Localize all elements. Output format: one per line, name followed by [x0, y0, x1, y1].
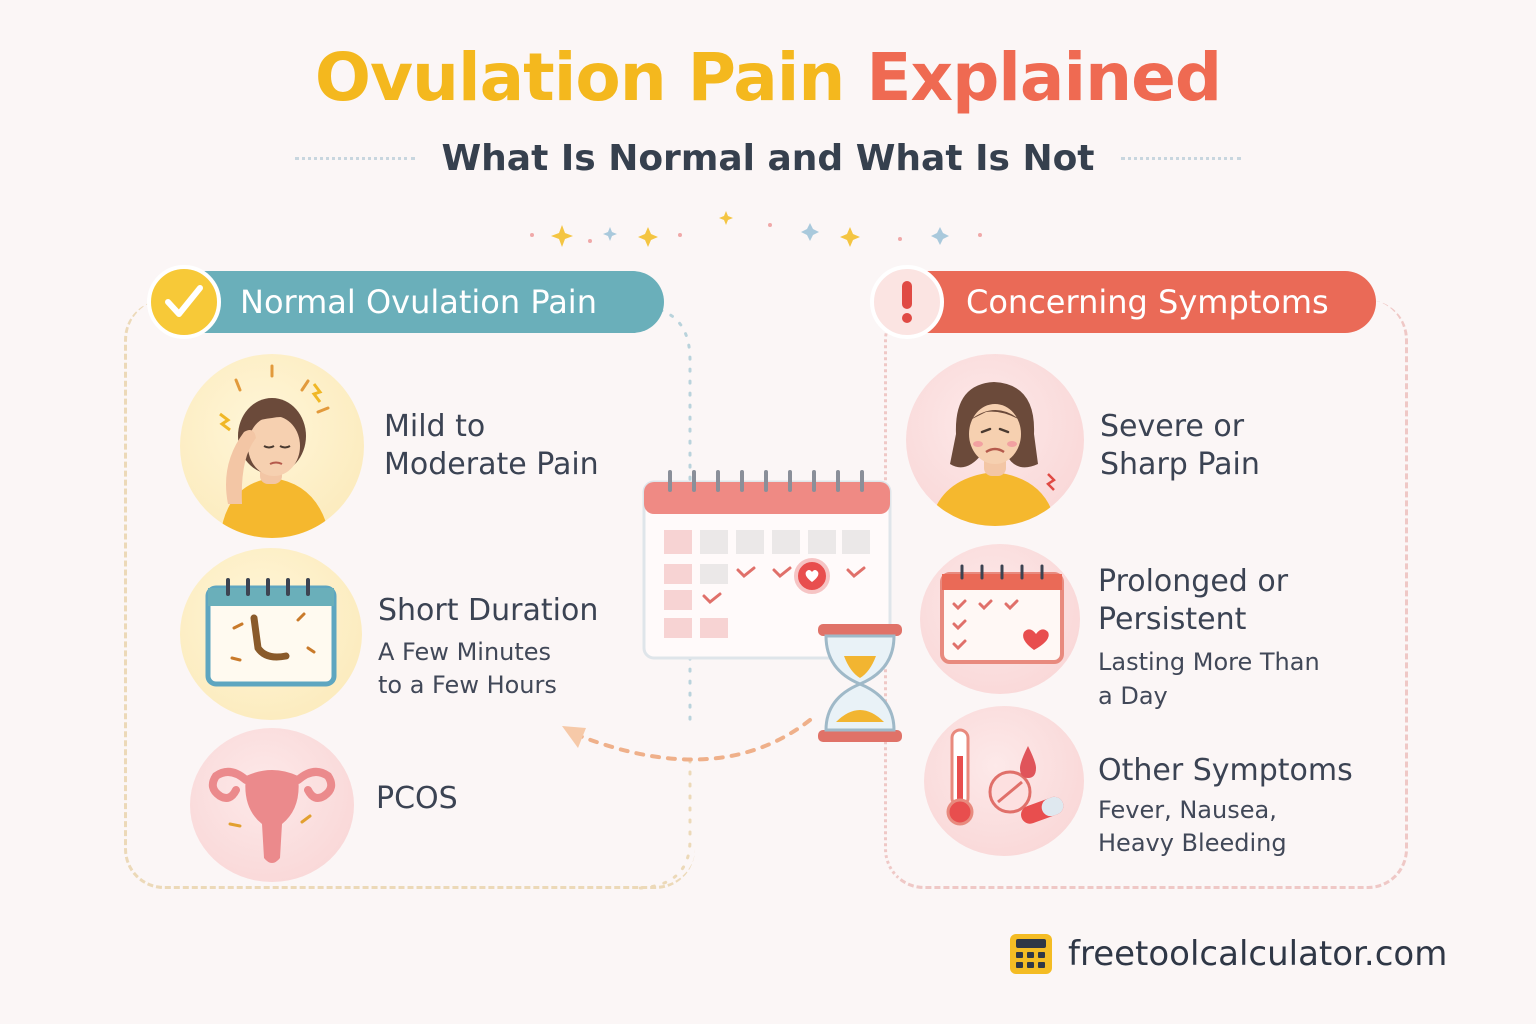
checkmark-icon — [165, 285, 203, 317]
curved-arrow-icon — [562, 718, 812, 762]
woman-holding-head-icon — [180, 354, 364, 538]
normal-panel-frame — [124, 300, 695, 889]
normal-item-2-detail-line2: to a Few Hours — [378, 671, 557, 700]
concern-heading-pill: Concerning Symptoms — [872, 271, 1376, 333]
concern-item-3-label: Other Symptoms Fever, Nausea, Heavy Blee… — [1098, 752, 1353, 861]
alert-badge — [870, 265, 944, 339]
exclamation-icon — [902, 281, 912, 323]
sparkles-decoration — [530, 211, 982, 247]
concern-item-3-title: Other Symptoms — [1098, 753, 1353, 788]
calculator-icon — [1010, 934, 1052, 974]
calendar-clock-icon — [180, 548, 362, 720]
calendar-icon — [642, 470, 892, 660]
concern-item-3-detail-line2: Heavy Bleeding — [1098, 829, 1287, 858]
hourglass-icon — [818, 624, 902, 742]
concern-item-3-detail-line1: Fever, Nausea, — [1098, 795, 1277, 824]
woman-in-pain-icon — [906, 354, 1084, 526]
divider-left — [295, 157, 416, 160]
normal-heading: Normal Ovulation Pain — [240, 283, 597, 321]
normal-item-3-title: PCOS — [376, 781, 458, 816]
divider-right — [1120, 157, 1241, 160]
title-part-1: Ovulation Pain — [314, 39, 846, 116]
concern-item-1-title-line1: Severe or — [1100, 409, 1245, 444]
title-part-2: Explained — [866, 39, 1222, 116]
uterus-icon — [190, 728, 354, 882]
concern-item-1-label: Severe or Sharp Pain — [1100, 408, 1260, 483]
footer: freetoolcalculator.com — [1008, 932, 1447, 976]
concern-item-2-title-line1: Prolonged or — [1098, 564, 1289, 599]
normal-item-3-label: PCOS — [376, 780, 458, 818]
normal-panel-right-edge — [638, 308, 692, 890]
calendar-heart-icon — [920, 544, 1080, 694]
concern-item-2-label: Prolonged or Persistent Lasting More Tha… — [1098, 563, 1320, 713]
normal-item-1-title-line1: Mild to — [384, 409, 486, 444]
subtitle-row: What Is Normal and What Is Not — [0, 138, 1536, 179]
concern-item-2-title-line2: Persistent — [1098, 601, 1247, 637]
page-subtitle: What Is Normal and What Is Not — [441, 138, 1095, 179]
footer-site[interactable]: freetoolcalculator.com — [1068, 934, 1448, 974]
concern-item-1-title-line2: Sharp Pain — [1100, 446, 1260, 482]
normal-item-2-title: Short Duration — [378, 593, 599, 628]
page-title: Ovulation Pain Explained — [0, 39, 1536, 116]
center-illustration — [642, 470, 902, 742]
thermometer-pills-icon — [924, 706, 1084, 856]
concern-item-2-detail-line2: a Day — [1098, 681, 1168, 710]
normal-item-1-label: Mild to Moderate Pain — [384, 408, 599, 483]
normal-heading-pill: Normal Ovulation Pain — [148, 271, 664, 333]
concern-item-2-detail-line1: Lasting More Than — [1098, 648, 1320, 676]
normal-item-1-title-line2: Moderate Pain — [384, 446, 599, 482]
normal-item-2-detail-line1: A Few Minutes — [378, 637, 552, 666]
concern-heading: Concerning Symptoms — [966, 283, 1329, 321]
normal-item-2-label: Short Duration A Few Minutes to a Few Ho… — [378, 592, 598, 703]
check-badge — [147, 265, 221, 339]
